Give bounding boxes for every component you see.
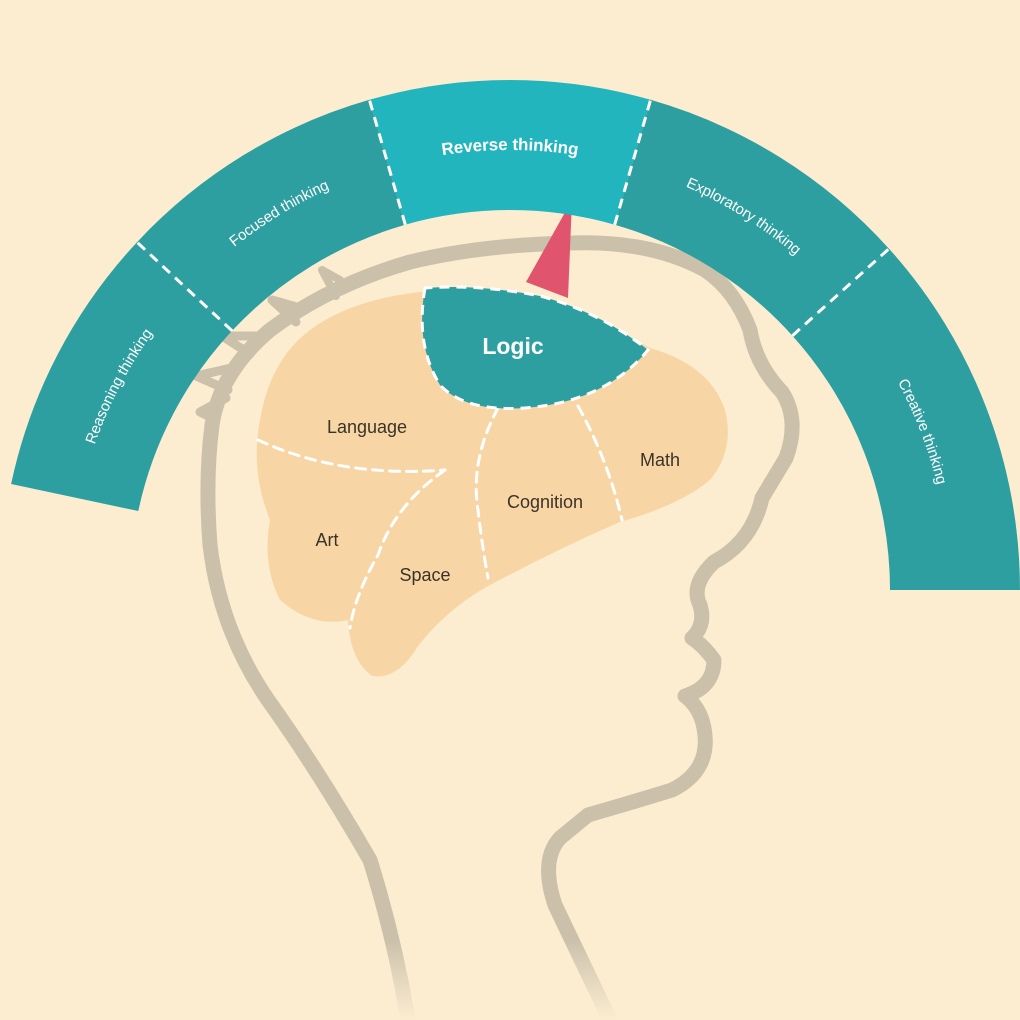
bottom-fade xyxy=(0,940,1020,1020)
region-label-cognition: Cognition xyxy=(507,492,583,512)
hair-tuft-5 xyxy=(318,266,344,300)
brain-region-dividers xyxy=(256,404,624,630)
region-label-art: Art xyxy=(315,530,338,550)
arc-segment-exploratory xyxy=(614,99,889,336)
region-label-language: Language xyxy=(327,417,407,437)
arc-divider xyxy=(135,241,234,332)
head-outline xyxy=(200,235,800,1020)
arc-divider xyxy=(791,247,891,337)
logic-label: Logic xyxy=(482,333,544,359)
arc-segment-reverse xyxy=(369,80,651,225)
arc-segment-reasoning xyxy=(11,242,233,511)
region-label-space: Space xyxy=(399,565,450,585)
hair-tuft-1 xyxy=(267,295,305,327)
arc-segment-creative xyxy=(792,248,1020,590)
arc-segment-focused xyxy=(137,99,406,331)
logic-region xyxy=(420,285,651,410)
brain: Logic Language Math Cognition Art Space xyxy=(256,285,728,677)
hair-tuft-4 xyxy=(195,393,231,425)
divider-cognition-math xyxy=(576,404,624,522)
hair-tuft-3 xyxy=(191,361,245,395)
arc-divider xyxy=(613,99,653,226)
pointer-triangle xyxy=(526,200,572,298)
divider-cognition-left xyxy=(474,406,500,580)
region-label-math: Math xyxy=(640,450,680,470)
head-silhouette xyxy=(191,235,800,1020)
arc-divider xyxy=(367,99,407,226)
divider-language-art xyxy=(256,438,447,473)
divider-art-space xyxy=(348,468,447,630)
brain-shape xyxy=(256,292,728,677)
